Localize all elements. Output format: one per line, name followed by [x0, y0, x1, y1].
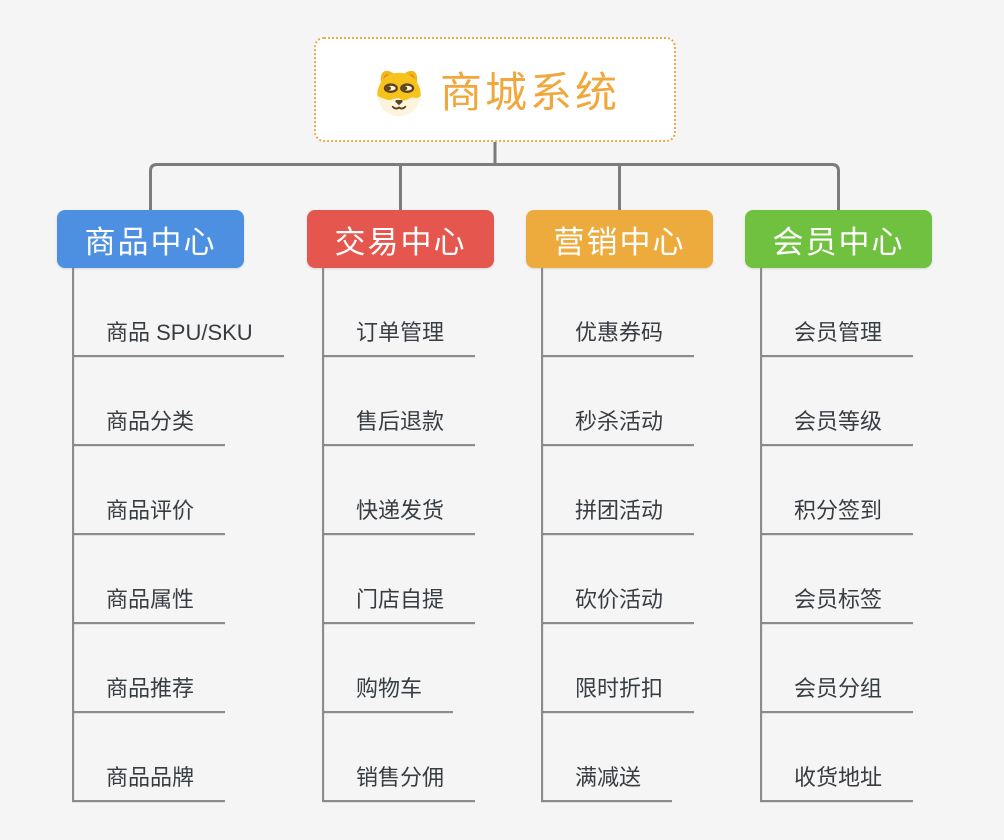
leaf-node[interactable]: 砍价活动	[541, 535, 695, 624]
branch-column-product: 商品 SPU/SKU 商品分类 商品评价 商品属性 商品推荐 商品品牌	[72, 268, 284, 802]
leaf-label: 购物车	[322, 671, 454, 713]
branch-header-trade-center[interactable]: 交易中心	[307, 210, 494, 268]
leaf-label: 商品品牌	[72, 760, 226, 802]
leaf-label: 商品属性	[72, 582, 226, 624]
leaf-node[interactable]: 收货地址	[760, 713, 914, 802]
leaf-label: 会员标签	[760, 582, 914, 624]
leaf-node[interactable]: 门店自提	[322, 535, 476, 624]
root-title: 商城系统	[439, 69, 620, 116]
leaf-node[interactable]: 会员管理	[760, 268, 914, 357]
leaf-label: 商品分类	[72, 404, 226, 446]
branch-header-product-center[interactable]: 商品中心	[57, 210, 244, 268]
leaf-label: 快递发货	[322, 493, 476, 535]
root-node[interactable]: 商城系统	[314, 37, 676, 142]
branch-column-member: 会员管理 会员等级 积分签到 会员标签 会员分组 收货地址	[760, 268, 914, 802]
leaf-node[interactable]: 积分签到	[760, 446, 914, 535]
leaf-label: 拼团活动	[541, 493, 695, 535]
leaf-label: 会员等级	[760, 404, 914, 446]
leaf-node[interactable]: 销售分佣	[322, 713, 476, 802]
leaf-node[interactable]: 拼团活动	[541, 446, 695, 535]
doge-icon	[377, 70, 421, 116]
leaf-label: 秒杀活动	[541, 404, 695, 446]
leaf-node[interactable]: 购物车	[322, 624, 475, 713]
leaf-node[interactable]: 快递发货	[322, 446, 476, 535]
leaf-node[interactable]: 商品属性	[72, 535, 284, 624]
leaf-label: 商品推荐	[72, 671, 226, 713]
leaf-label: 售后退款	[322, 404, 476, 446]
branch-column-trade: 订单管理 售后退款 快递发货 门店自提 购物车 销售分佣	[322, 268, 476, 802]
leaf-label: 收货地址	[760, 760, 914, 802]
leaf-node[interactable]: 秒杀活动	[541, 357, 695, 446]
branch-column-marketing: 优惠券码 秒杀活动 拼团活动 砍价活动 限时折扣 满减送	[541, 268, 695, 802]
leaf-node[interactable]: 商品 SPU/SKU	[72, 268, 284, 357]
leaf-label: 会员管理	[760, 315, 914, 357]
leaf-node[interactable]: 限时折扣	[541, 624, 695, 713]
leaf-label: 销售分佣	[322, 760, 476, 802]
leaf-node[interactable]: 商品评价	[72, 446, 284, 535]
leaf-label: 积分签到	[760, 493, 914, 535]
leaf-label: 砍价活动	[541, 582, 695, 624]
leaf-label: 门店自提	[322, 582, 476, 624]
leaf-node[interactable]: 售后退款	[322, 357, 476, 446]
leaf-node[interactable]: 订单管理	[322, 268, 476, 357]
leaf-node[interactable]: 会员分组	[760, 624, 914, 713]
leaf-node[interactable]: 优惠券码	[541, 268, 695, 357]
branch-header-marketing-center[interactable]: 营销中心	[526, 210, 713, 268]
leaf-node[interactable]: 会员等级	[760, 357, 914, 446]
leaf-node[interactable]: 商品分类	[72, 357, 284, 446]
leaf-label: 商品 SPU/SKU	[72, 315, 284, 357]
leaf-label: 优惠券码	[541, 315, 695, 357]
leaf-label: 会员分组	[760, 671, 914, 713]
leaf-label: 满减送	[541, 760, 673, 802]
leaf-label: 限时折扣	[541, 671, 695, 713]
leaf-label: 订单管理	[322, 315, 476, 357]
leaf-node[interactable]: 商品品牌	[72, 713, 284, 802]
leaf-node[interactable]: 满减送	[541, 713, 694, 802]
leaf-node[interactable]: 商品推荐	[72, 624, 284, 713]
connector-horizontal-rail	[149, 163, 840, 210]
leaf-node[interactable]: 会员标签	[760, 535, 914, 624]
branch-header-member-center[interactable]: 会员中心	[745, 210, 932, 268]
leaf-label: 商品评价	[72, 493, 226, 535]
